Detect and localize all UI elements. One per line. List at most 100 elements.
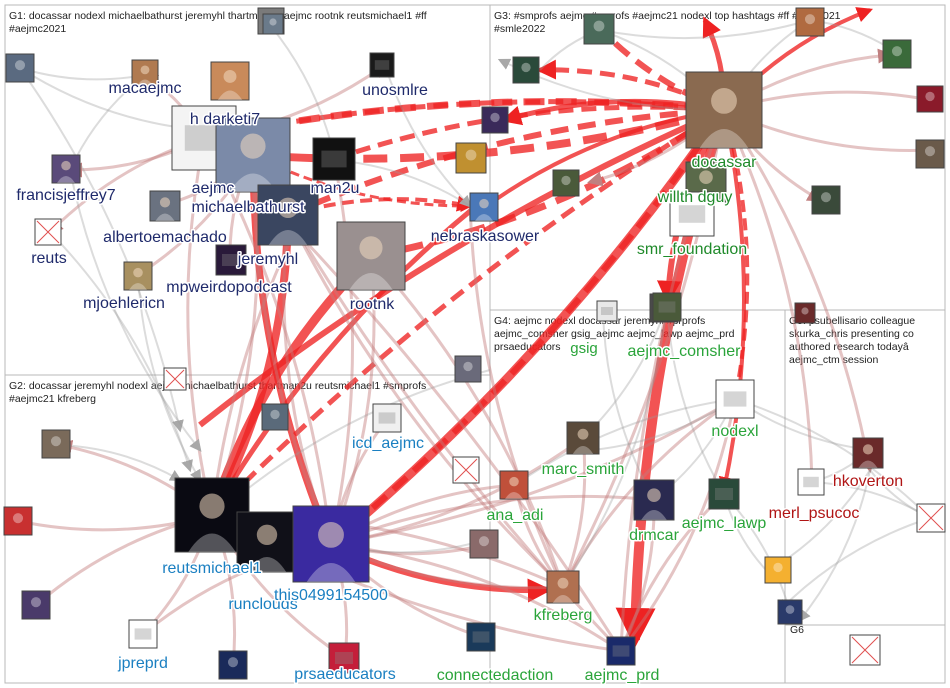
unlabeled-node[interactable] [261, 403, 289, 431]
node-smr_foundation[interactable] [669, 191, 715, 237]
node-aejmc_prd[interactable] [606, 636, 636, 666]
avatar-icon [561, 175, 571, 186]
node-runclouds[interactable] [236, 511, 298, 573]
network-edge [330, 491, 657, 546]
unlabeled-node[interactable] [849, 634, 881, 666]
network-edge [325, 107, 728, 549]
unlabeled-node[interactable] [5, 53, 35, 83]
avatar-body-icon [155, 213, 175, 221]
network-edge [59, 444, 183, 482]
avatar-icon [593, 20, 605, 32]
avatar-icon [490, 112, 500, 123]
unlabeled-node[interactable] [794, 302, 816, 324]
node-reuts[interactable] [34, 218, 62, 246]
unlabeled-node[interactable] [915, 139, 945, 169]
node-label-drmcar: drmcar [629, 527, 679, 544]
avatar-icon [801, 307, 809, 315]
node-thumbnail-icon [811, 185, 841, 215]
unlabeled-node[interactable] [882, 39, 912, 69]
unlabeled-node[interactable] [916, 503, 946, 533]
node-thumbnail-icon [715, 379, 755, 419]
node-connectedaction[interactable] [466, 622, 496, 652]
node-nebraskasower[interactable] [469, 192, 499, 222]
logo-icon [612, 645, 630, 657]
node-mjoehlericn[interactable] [123, 261, 153, 291]
unlabeled-node[interactable] [262, 13, 284, 35]
node-label-thartman2u: man2u [311, 180, 360, 197]
node-unosmlre[interactable] [369, 52, 395, 78]
node-thumbnail-icon [372, 403, 402, 433]
node-mpweirdopodcast[interactable] [215, 244, 247, 276]
node-label-prsaeducators: prsaeducators [294, 666, 395, 683]
node-rootnk[interactable] [336, 221, 406, 291]
node-prsaeducators[interactable] [328, 642, 360, 674]
network-edge [619, 398, 737, 654]
unlabeled-node[interactable] [764, 556, 792, 584]
unlabeled-node[interactable] [795, 7, 825, 37]
node-jpreprd[interactable] [128, 619, 158, 649]
avatar-icon [925, 91, 935, 102]
unlabeled-node[interactable] [454, 355, 482, 383]
unlabeled-node[interactable] [481, 106, 509, 134]
network-edge [209, 192, 494, 517]
unlabeled-node[interactable] [777, 599, 803, 625]
unlabeled-node[interactable] [3, 506, 33, 536]
unlabeled-node[interactable] [455, 142, 487, 174]
node-kfreberg[interactable] [546, 570, 580, 604]
node-ana_adi[interactable] [499, 470, 529, 500]
unlabeled-node[interactable] [452, 456, 480, 484]
node-thumbnail-icon [218, 650, 248, 680]
avatar-icon [478, 536, 490, 547]
group-title-g2: G2: docassar jeremyhl nodexl aejmc micha… [9, 380, 429, 405]
node-docassar[interactable] [685, 71, 763, 149]
node-icd_aejmc[interactable] [372, 403, 402, 433]
avatar-icon [647, 488, 661, 503]
node-macaejmc[interactable] [131, 59, 159, 87]
node-gsig[interactable] [596, 300, 618, 322]
avatar-body-icon [188, 533, 236, 552]
node-label-docassar: docassar [692, 154, 758, 171]
node-francisjeffrey7[interactable] [51, 154, 81, 184]
network-edge [210, 107, 728, 517]
node-marc_smith[interactable] [566, 421, 600, 455]
node-hdarketi7[interactable] [210, 61, 250, 101]
node-thumbnail-icon [552, 169, 580, 197]
node-michaelbathurst[interactable] [215, 117, 291, 193]
node-jeremyhl[interactable] [257, 184, 319, 246]
node-drmcar[interactable] [633, 479, 675, 521]
unlabeled-node[interactable] [583, 13, 615, 45]
node-hkoverton[interactable] [852, 437, 884, 469]
avatar-icon [862, 444, 874, 455]
avatar-icon [820, 192, 832, 203]
unlabeled-node[interactable] [916, 85, 944, 113]
node-aejmc_comsher[interactable] [652, 292, 682, 322]
unlabeled-node[interactable] [552, 169, 580, 197]
node-label-reuts: reuts [31, 250, 67, 267]
avatar-body-icon [699, 129, 749, 148]
node-merl_psucoc[interactable] [797, 468, 825, 496]
group-titles: G1: docassar nodexl michaelbathurst jere… [9, 10, 915, 636]
node-thumbnail-icon [369, 52, 395, 78]
group-title-g3: G3: #smprofs aejmc #prprofs #aejmc21 nod… [494, 10, 843, 35]
group-panels [4, 4, 946, 684]
unlabeled-node[interactable] [218, 650, 248, 680]
node-thumbnail-icon [777, 599, 803, 625]
node-aejmc_lawp[interactable] [708, 478, 740, 510]
node-albertoemachado[interactable] [149, 190, 181, 222]
unlabeled-node[interactable] [163, 367, 187, 391]
unlabeled-node[interactable] [41, 429, 71, 459]
unlabeled-node[interactable] [512, 56, 540, 84]
unlabeled-node[interactable] [21, 590, 51, 620]
network-edge [186, 137, 217, 518]
node-label-macaejmc: macaejmc [109, 80, 182, 97]
node-nodexl[interactable] [715, 379, 755, 419]
node-this0499154500[interactable] [292, 505, 370, 583]
unlabeled-node[interactable] [469, 529, 499, 559]
network-edge [718, 109, 746, 494]
node-thartman2u[interactable] [312, 137, 356, 181]
avatar-body-icon [552, 595, 574, 603]
unlabeled-node[interactable] [811, 185, 841, 215]
broken-image-icon [165, 369, 185, 389]
avatar-icon [199, 493, 225, 519]
